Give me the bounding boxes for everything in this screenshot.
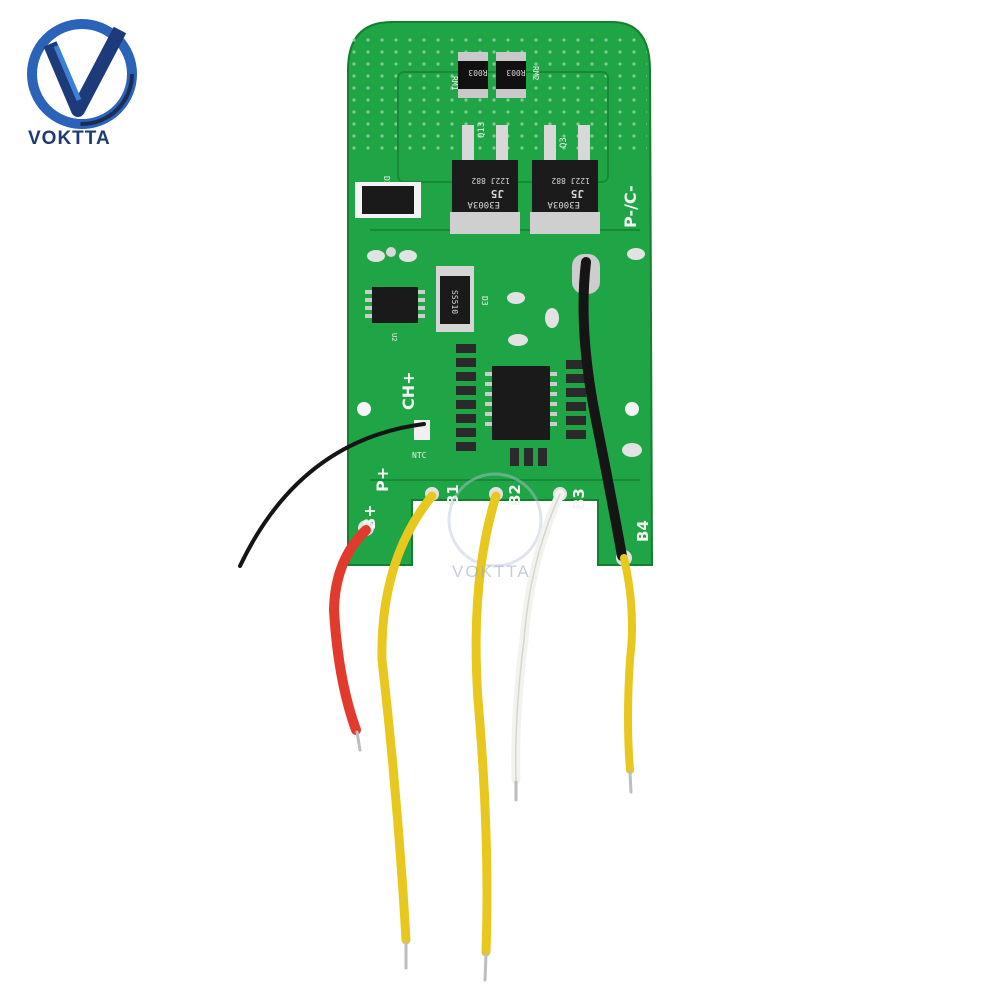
label-ch-plus: CH+ [399,371,418,410]
mosfet2-lot: 122J 882 [551,176,590,185]
brand-logo [22,14,142,154]
smd-passives [456,344,586,466]
label-p-plus: P+ [373,467,392,492]
wire-yellow-b2 [471,491,501,957]
mosfet1-code: E3003A [467,199,500,209]
label-b1: B1 [444,484,462,506]
diode-d2: D2 [355,176,421,218]
label-b3: B3 [570,488,588,510]
shunt-resistors: R003 R003 RM1 RM2 [450,52,540,98]
diode-d3: SS510 D3 [436,266,489,332]
label-d2: D2 [382,176,391,186]
label-r003-a: R003 [468,68,487,77]
wire-red [328,525,371,735]
mosfets: J5 122J 882 E3003A J5 122J 882 E3003A Q1… [450,122,600,234]
wire-ntc [238,422,426,568]
label-rm2: RM2 [531,66,540,81]
logo-v-icon [27,19,137,129]
label-q13: Q13 [477,122,487,138]
label-d3: D3 [480,296,489,306]
wire-white-edge [514,493,561,781]
mosfet1-mark: J5 [491,187,504,200]
watermark-text: VOKTTA [452,562,531,581]
ic-u2: U2 [365,287,425,341]
label-rm1: RM1 [450,76,459,91]
wire-yellow-b1 [377,491,437,945]
wire-tips [355,730,633,982]
label-ntc: NTC [412,451,427,460]
wire-black-pc [578,257,627,561]
label-ss510: SS510 [450,290,459,314]
wire-yellow-b4 [620,554,636,774]
watermark-icon [447,472,543,568]
label-b-plus: B+ [360,504,379,530]
protection-ic [485,366,557,440]
mosfet2-mark: J5 [571,187,584,200]
label-u2: U2 [390,333,398,341]
label-b4: B4 [634,520,652,542]
mosfet2-code: E3003A [547,199,580,209]
mosfet1-lot: 122J 882 [471,176,510,185]
label-r003-b: R003 [506,68,525,77]
label-b2: B2 [506,484,524,506]
label-q3: Q3 [559,137,569,148]
label-p-c-minus: P-/C- [621,185,640,228]
wires [238,257,636,957]
brand-name: VOKTTA [28,128,111,149]
